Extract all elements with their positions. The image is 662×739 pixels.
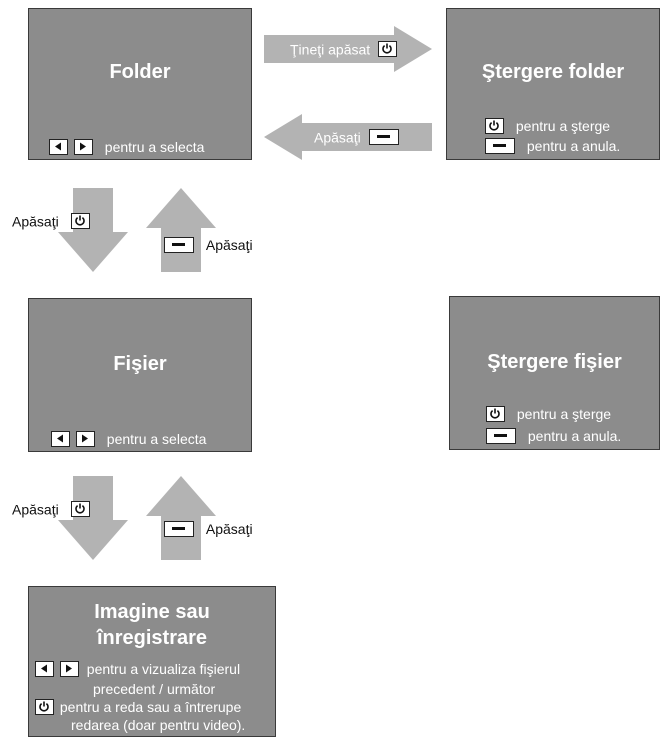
power-icon (485, 118, 504, 135)
power-icon (70, 501, 90, 518)
press-back-arrow (264, 114, 432, 160)
hold-arrow (264, 26, 432, 72)
minus-icon (486, 428, 516, 445)
delete-folder-delete-text: pentru a şterge (515, 118, 611, 135)
delete-file-cancel-text: pentru a anula. (527, 428, 622, 445)
delete-file-box: Ştergere fişier pentru a şterge pentru a… (449, 296, 660, 450)
minus-icon (164, 521, 194, 538)
hold-arrow-label: Ţineţi apăsat (290, 40, 398, 58)
power-icon (35, 699, 54, 716)
media-nav-text-2: precedent / următor (93, 681, 216, 697)
delete-file-cancel-line: pentru a anula. (486, 427, 622, 445)
media-title-line1: Imagine sau (94, 601, 210, 623)
media-title-line2: înregistrare (96, 627, 208, 649)
delete-folder-cancel-line: pentru a anula. (485, 137, 621, 155)
press-back-label-text: Apăsaţi (314, 129, 361, 146)
up-arrow-2 (146, 476, 216, 560)
press-label-3: Apăsaţi (12, 501, 59, 518)
right-triangle-icon (75, 431, 95, 448)
delete-file-title: Ştergere fişier (487, 351, 622, 373)
power-icon (70, 213, 90, 230)
up-arrow-1-label: Apăsaţi (164, 236, 253, 254)
down-arrow-1 (58, 188, 128, 272)
delete-folder-title: Ştergere folder (481, 61, 625, 83)
media-nav-line: pentru a vizualiza fişierul (35, 660, 241, 678)
power-icon (378, 41, 398, 58)
media-nav-text-1: pentru a vizualiza fişierul (86, 661, 241, 678)
delete-folder-cancel-text: pentru a anula. (526, 138, 621, 155)
hold-label-text: Ţineţi apăsat (290, 41, 371, 58)
file-select-text: pentru a selecta (106, 431, 207, 448)
file-box: Fişier pentru a selecta (28, 298, 252, 452)
down-arrow-1-label: Apăsaţi (12, 212, 90, 230)
press-label-4: Apăsaţi (205, 521, 253, 538)
media-play-text-1: pentru a reda sau a întrerupe (59, 699, 242, 716)
up-arrow-1 (146, 188, 216, 272)
power-icon (486, 406, 505, 423)
left-triangle-icon (35, 661, 54, 678)
media-play-text-2: redarea (doar pentru video). (71, 717, 246, 733)
folder-select-text: pentru a selecta (104, 139, 205, 156)
down-arrow-2 (58, 476, 128, 560)
folder-title: Folder (109, 61, 171, 83)
file-title: Fişier (113, 353, 167, 375)
file-select-line: pentru a selecta (51, 430, 207, 448)
down-arrow-2-label: Apăsaţi (12, 500, 90, 518)
media-box: Imagine sau înregistrare pentru a vizual… (28, 586, 276, 737)
minus-icon (164, 237, 194, 254)
left-triangle-icon (49, 139, 68, 156)
delete-folder-box: Ştergere folder pentru a şterge pentru a… (446, 8, 660, 160)
press-label-1: Apăsaţi (12, 213, 59, 230)
up-arrow-2-label: Apăsaţi (164, 520, 253, 538)
folder-box: Folder pentru a selecta (28, 8, 252, 160)
delete-folder-delete-line: pentru a şterge (485, 117, 611, 135)
right-triangle-icon (73, 139, 93, 156)
left-triangle-icon (51, 431, 70, 448)
delete-file-delete-text: pentru a şterge (516, 406, 612, 423)
minus-icon (368, 129, 399, 146)
minus-icon (485, 138, 515, 155)
delete-file-delete-line: pentru a şterge (486, 405, 612, 423)
media-play-line: pentru a reda sau a întrerupe (35, 698, 242, 716)
folder-select-line: pentru a selecta (49, 138, 205, 156)
press-label-2: Apăsaţi (205, 237, 253, 254)
right-triangle-icon (59, 661, 79, 678)
press-back-arrow-label: Apăsaţi (314, 128, 399, 146)
